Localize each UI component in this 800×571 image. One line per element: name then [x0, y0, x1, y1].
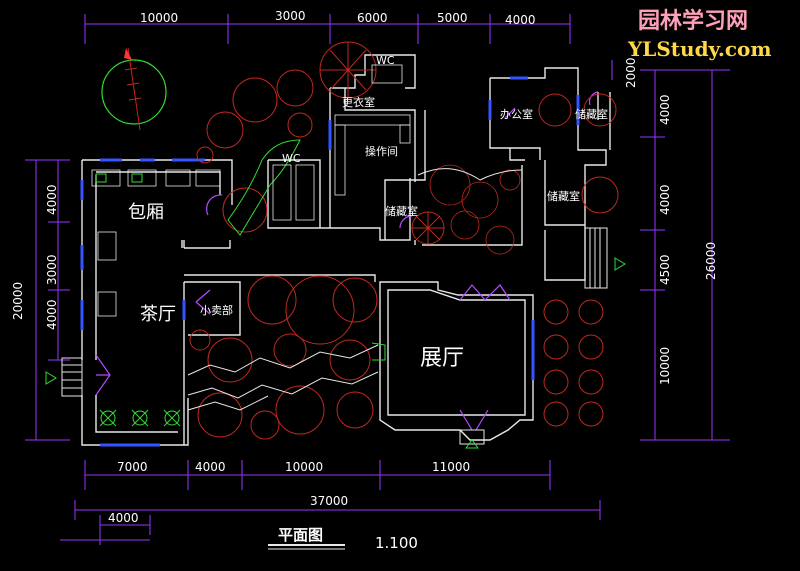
drawing-title-text: 平面图: [278, 526, 323, 544]
dim-left-1: 4000: [45, 184, 59, 215]
dim-top-2: 3000: [275, 9, 306, 23]
dim-bottom-4: 11000: [432, 460, 470, 474]
room-label-baoxiang: 包厢: [128, 202, 164, 223]
room-label-xiaomaibu: 小卖部: [200, 303, 233, 317]
dim-top-1: 10000: [140, 11, 178, 25]
dim-top-4: 5000: [437, 11, 468, 25]
room-label-caozuojian: 操作间: [365, 144, 398, 158]
plant-pots: [95, 173, 181, 427]
dim-right-total: 26000: [704, 242, 718, 280]
dim-left-2: 3000: [45, 254, 59, 285]
room-label-chating: 茶厅: [140, 304, 176, 325]
dim-right-3: 4500: [658, 254, 672, 285]
dim-bottom-small: 4000: [108, 511, 139, 525]
dim-right-1: 4000: [658, 94, 672, 125]
dim-bottom-total: 37000: [310, 494, 348, 508]
room-label-bangongshi: 办公室: [500, 107, 533, 121]
dim-left-total: 20000: [11, 282, 25, 320]
stairs: [45, 227, 626, 449]
dim-top-5: 4000: [505, 13, 536, 27]
drawing-scale: 1.100: [375, 534, 418, 552]
dim-right-4: 10000: [658, 347, 672, 385]
room-label-wc1: WC: [376, 54, 395, 67]
watermark-en: YLStudy.com: [627, 37, 772, 61]
dimension-labels: 10000 3000 6000 5000 4000 2000 4000 4000…: [11, 9, 718, 525]
watermark: 园林学习网 YLStudy.com: [627, 8, 772, 61]
dim-bottom-2: 4000: [195, 460, 226, 474]
garden-paths: [187, 139, 523, 411]
dim-right-2: 4000: [658, 184, 672, 215]
room-label-zhanting: 展厅: [420, 346, 464, 371]
dim-top-3: 6000: [357, 11, 388, 25]
room-label-chucang3: 储藏室: [547, 189, 580, 203]
dim-bottom-3: 10000: [285, 460, 323, 474]
landscape-trees: [189, 69, 619, 440]
spiral-stair: [319, 41, 445, 245]
dim-bottom-1: 7000: [117, 460, 148, 474]
room-label-chucang1: 储藏室: [385, 204, 418, 218]
furniture: [91, 64, 411, 317]
doors: [95, 91, 599, 431]
room-label-gengyi: 更衣室: [342, 95, 375, 109]
watermark-cn: 园林学习网: [638, 8, 748, 34]
dim-left-3: 4000: [45, 299, 59, 330]
dimension-lines: [25, 14, 730, 545]
room-labels: 包厢 茶厅 展厅 更衣室 WC WC 操作间 储藏室 办公室 储藏室 储藏室 小…: [128, 54, 608, 371]
room-label-wc2: WC: [282, 152, 301, 165]
drawing-title: 平面图 1.100: [268, 526, 418, 552]
windows: [80, 76, 580, 447]
room-label-chucang2: 储藏室: [575, 107, 608, 121]
north-compass: [101, 47, 167, 131]
dim-top-right: 2000: [624, 57, 638, 88]
